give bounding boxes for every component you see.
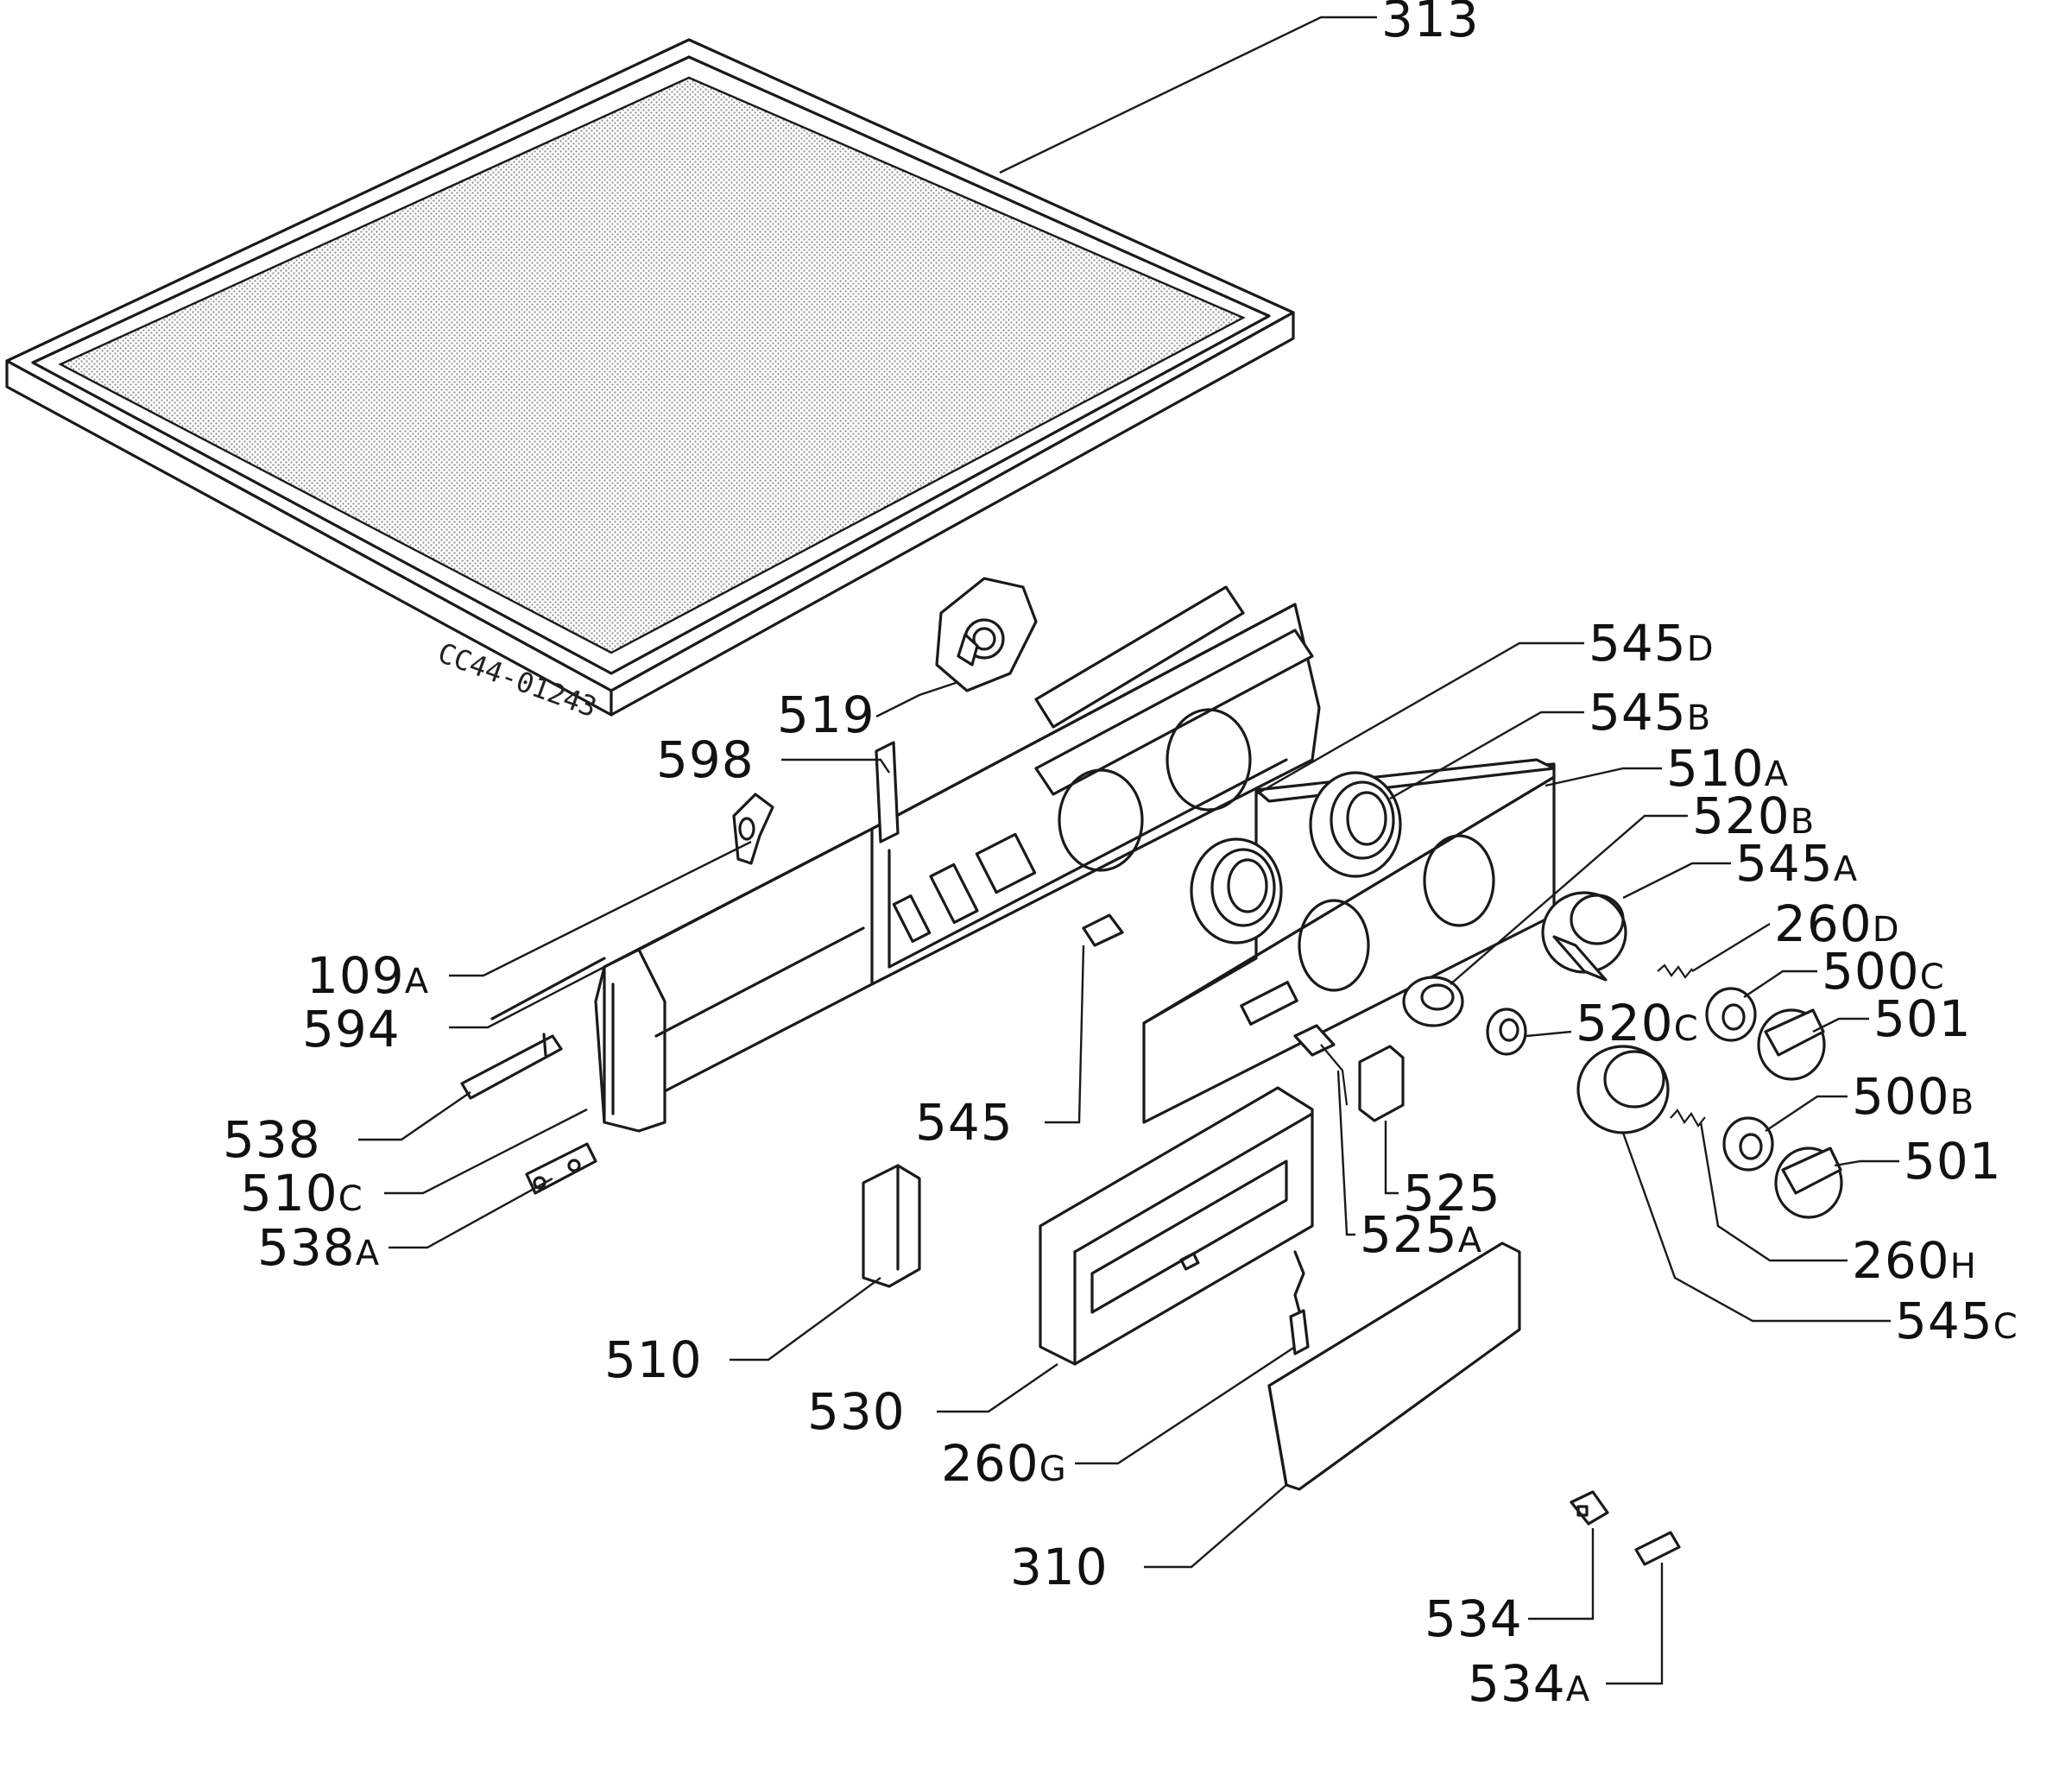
callout-538a: 538A [257,1218,380,1277]
callout-534: 534 [1424,1589,1523,1648]
callout-510a: 510A [1666,739,1789,798]
part-538-rod [460,1034,563,1100]
part-525-relay [1358,1045,1405,1122]
callout-260g: 260G [941,1434,1067,1493]
callout-545a: 545A [1735,834,1858,893]
part-545d-bezel [1190,837,1283,945]
callout-520c: 520C [1576,994,1699,1052]
part-313-filter-panel [5,38,1295,717]
callout-534a: 534A [1468,1654,1590,1713]
callout-500c: 500C [1822,942,1945,1001]
part-545-button [1082,913,1124,947]
callout-310: 310 [1010,1538,1109,1596]
callout-510: 510 [604,1330,703,1389]
part-501-knob-lower [1774,1147,1843,1219]
callout-260h: 260H [1852,1231,1977,1290]
part-501-knob-upper [1757,1008,1826,1081]
part-538a-bracket [525,1142,597,1195]
part-control-panel-frame [594,585,1321,1133]
part-520b-ring [1402,976,1464,1027]
callout-545c: 545C [1895,1292,2018,1350]
callout-501-lower: 501 [1904,1132,2002,1191]
part-260h-spring [1670,1109,1706,1128]
part-534-clip [1570,1490,1609,1526]
callout-260d: 260D [1774,894,1900,953]
callout-545b: 545B [1589,683,1711,742]
part-520c-drive [1486,1008,1527,1056]
part-519-rotary-switch [935,577,1038,692]
callout-labels: 313 545D 545B 510A 520B 545A 260D 500C 5… [223,0,2018,1713]
callout-545: 545 [915,1093,1014,1152]
callout-598: 598 [656,730,755,789]
part-310-lower-cover [1267,1241,1521,1491]
part-500b-knob-carrier [1722,1116,1774,1172]
part-545c-knob-housing [1576,1045,1670,1134]
callout-510c: 510C [240,1164,363,1223]
callout-500b: 500B [1852,1067,1974,1126]
part-598-clip [875,741,900,843]
part-545b-bezel [1309,771,1402,878]
part-500c-knob-carrier [1705,987,1757,1042]
callout-538: 538 [223,1110,321,1169]
callout-109a: 109A [306,946,429,1005]
part-530-handle [1039,1086,1314,1366]
callout-545d: 545D [1589,614,1715,673]
callout-501-upper: 501 [1873,989,1972,1048]
callout-530: 530 [807,1382,906,1441]
callout-594: 594 [302,1000,401,1058]
callout-525: 525 [1403,1164,1501,1223]
part-545a-knob-housing [1541,891,1627,982]
callout-520b: 520B [1692,787,1815,845]
part-109a-catch [732,793,774,865]
part-510-end-cover [862,1164,921,1288]
part-260g-clip [1289,1250,1310,1355]
callout-525a: 525A [1360,1205,1482,1264]
part-525a-terminal [1293,1024,1349,1106]
part-534a-clip [1634,1531,1681,1566]
callout-313: 313 [1381,0,1480,48]
leader-lines [358,16,1899,1685]
callout-519: 519 [777,685,875,744]
part-260d-spring [1657,963,1693,979]
part-594-rod [490,957,606,1020]
